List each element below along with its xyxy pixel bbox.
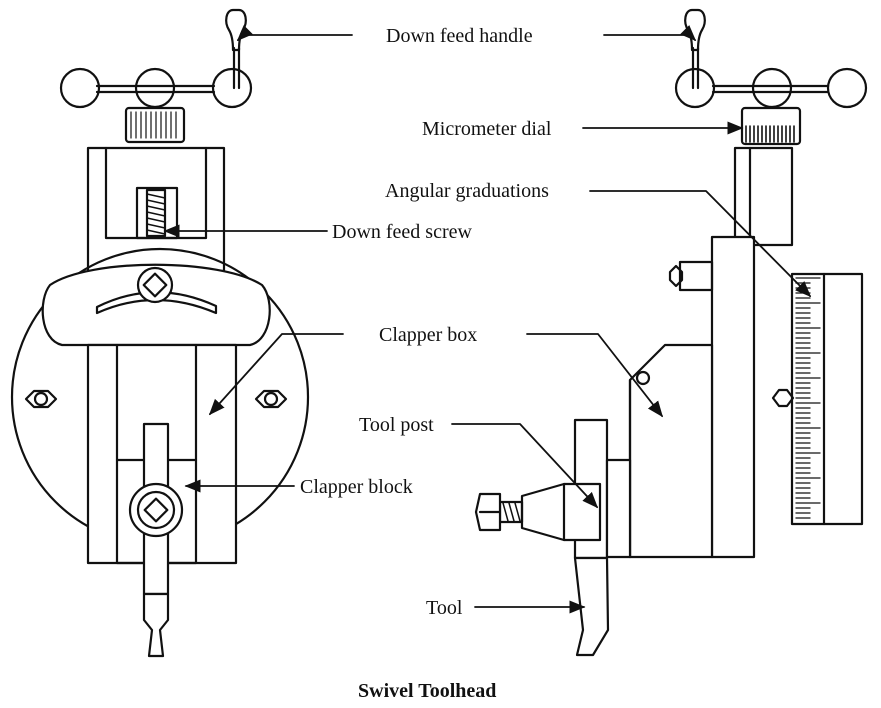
label-down-feed-screw: Down feed screw (332, 221, 472, 243)
side-handle-ball-left (674, 67, 716, 109)
side-slide-column (733, 146, 794, 247)
leader-tool-post (451, 423, 599, 509)
front-handle-ball-center (134, 67, 176, 109)
side-dial-knurling (745, 125, 795, 143)
leader-angular-graduations (589, 190, 812, 298)
side-hex-bolt-middle (771, 388, 795, 408)
side-tool (573, 556, 610, 657)
front-view (10, 8, 310, 658)
side-hex-bolt-top (668, 264, 684, 288)
leader-clapper-box-left (208, 333, 344, 416)
front-handle-ball-left (59, 67, 101, 109)
label-micrometer-dial: Micrometer dial (422, 118, 552, 140)
front-hex-nut-left (24, 389, 58, 409)
side-swivel-base (790, 272, 864, 526)
front-slide-frame (86, 146, 226, 273)
leader-down-feed-handle-left (236, 25, 353, 42)
leader-lines (163, 25, 812, 614)
front-handle-knob (225, 8, 247, 52)
leader-clapper-box-right (526, 333, 663, 418)
label-clapper-box: Clapper box (379, 324, 478, 346)
label-angular-graduations: Angular graduations (385, 180, 549, 202)
front-tool (142, 592, 170, 658)
diagram-title: Swivel Toolhead (358, 680, 497, 702)
side-handle-knob (684, 8, 706, 52)
label-down-feed-handle: Down feed handle (386, 25, 533, 47)
side-view (474, 8, 868, 657)
side-handle-ball-right (826, 67, 868, 109)
leader-down-feed-handle-right (603, 25, 697, 42)
front-micrometer-dial (124, 106, 186, 144)
side-clapper-box (628, 343, 714, 559)
front-dial-knurling (130, 111, 177, 139)
side-tool-post-sleeve (520, 482, 602, 542)
label-clapper-block: Clapper block (300, 476, 413, 498)
side-handle-ball-center (751, 67, 793, 109)
side-slide-plate (710, 235, 756, 559)
front-hex-nut-right (254, 389, 288, 409)
front-swivel-bolt (136, 266, 174, 304)
front-swivel-plate (41, 263, 271, 347)
front-down-feed-screw (135, 186, 179, 240)
label-tool-post: Tool post (359, 414, 434, 436)
label-tool: Tool (426, 597, 463, 619)
front-arc-slot (95, 291, 218, 315)
front-handle-ball-right (211, 67, 253, 109)
angular-graduation-scale (795, 277, 821, 519)
